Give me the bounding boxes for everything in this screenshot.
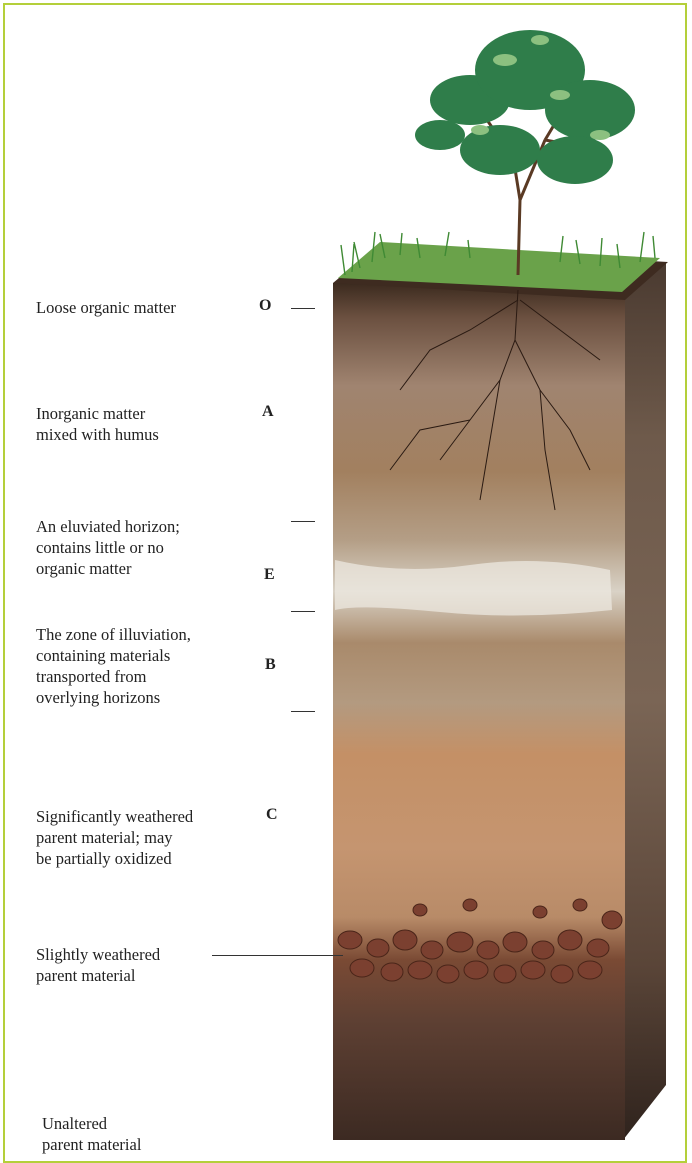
horizon-o-description: Loose organic matter xyxy=(36,297,176,318)
horizon-a-description: Inorganic matter mixed with humus xyxy=(36,403,159,445)
horizon-a-e-boundary-tick xyxy=(291,521,315,522)
unaltered-label: Unaltered parent material xyxy=(42,1113,141,1155)
horizon-o-letter: O xyxy=(259,297,271,315)
horizon-e-b-boundary-tick xyxy=(291,611,315,612)
horizon-c-letter: C xyxy=(266,806,278,824)
horizon-b-letter: B xyxy=(265,656,276,674)
slightly-weathered-label: Slightly weathered parent material xyxy=(36,944,160,986)
horizon-b-c-boundary-tick xyxy=(291,711,315,712)
horizon-e-letter: E xyxy=(264,566,275,584)
horizon-e-description: An eluviated horizon; contains little or… xyxy=(36,516,180,579)
soil-block xyxy=(333,242,668,1140)
horizon-b-description: The zone of illuviation, containing mate… xyxy=(36,624,191,708)
slightly-weathered-leader-line xyxy=(212,955,343,956)
horizon-a-letter: A xyxy=(262,403,274,421)
horizon-o-tick xyxy=(291,308,315,309)
horizon-c-description: Significantly weathered parent material;… xyxy=(36,806,193,869)
